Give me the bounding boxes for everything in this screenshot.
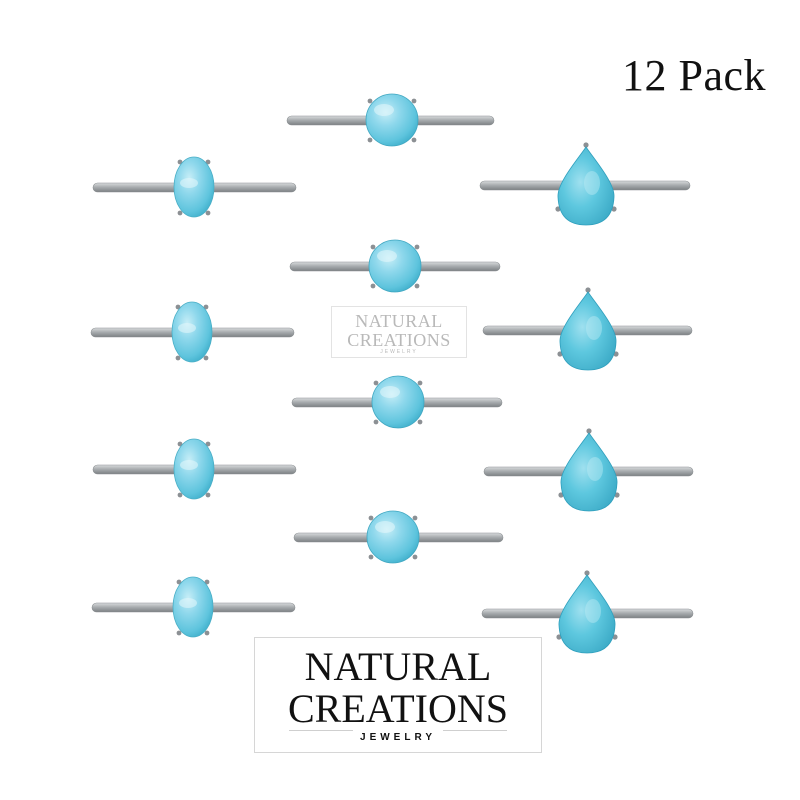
prong (177, 210, 183, 216)
prong (417, 380, 423, 386)
prong (175, 355, 181, 361)
pear-stone (559, 291, 617, 371)
prong (412, 515, 418, 521)
round-stone (366, 510, 420, 564)
prong (585, 287, 591, 293)
prong (367, 98, 373, 104)
prong (204, 579, 210, 585)
prong (368, 515, 374, 521)
round-stone (371, 375, 425, 429)
prong (176, 579, 182, 585)
ring (92, 438, 297, 500)
prong (175, 304, 181, 310)
ring (91, 576, 296, 638)
ring (479, 142, 691, 226)
round-stone (368, 239, 422, 293)
ring (286, 93, 495, 147)
ring (481, 570, 694, 654)
ring (482, 287, 693, 371)
prong (205, 492, 211, 498)
prong (370, 283, 376, 289)
logo-line-3: JEWELRY (360, 732, 436, 743)
pear-stone (560, 432, 618, 512)
prong (411, 137, 417, 143)
ring (90, 301, 295, 363)
ring (293, 510, 504, 564)
pear-stone (558, 574, 616, 654)
watermark-line-2: CREATIONS (347, 330, 451, 350)
prong (414, 244, 420, 250)
prong (368, 554, 374, 560)
prong (583, 142, 589, 148)
prong (370, 244, 376, 250)
prong (177, 492, 183, 498)
logo-line-1: NATURAL (304, 644, 492, 689)
prong (367, 137, 373, 143)
prong (203, 355, 209, 361)
ring (92, 156, 297, 218)
pack-count-label: 12 Pack (621, 51, 766, 100)
brand-logo: NATURAL CREATIONS JEWELRY (254, 637, 542, 753)
prong (176, 630, 182, 636)
prong (373, 380, 379, 386)
watermark-line-3: JEWELRY (380, 349, 418, 355)
prong (417, 419, 423, 425)
prong (586, 428, 592, 434)
watermark-logo: NATURAL CREATIONS JEWELRY (331, 306, 467, 358)
prong (373, 419, 379, 425)
prong (205, 441, 211, 447)
prong (204, 630, 210, 636)
prong (412, 554, 418, 560)
prong (205, 159, 211, 165)
ring (291, 375, 503, 429)
prong (205, 210, 211, 216)
prong (414, 283, 420, 289)
prong (177, 441, 183, 447)
prong (411, 98, 417, 104)
prong (177, 159, 183, 165)
logo-line-2: CREATIONS (287, 686, 509, 731)
round-stone (365, 93, 419, 147)
prong (203, 304, 209, 310)
ring (483, 428, 694, 512)
ring (289, 239, 501, 293)
pear-stone (557, 146, 615, 226)
prong (584, 570, 590, 576)
watermark-line-1: NATURAL (355, 311, 443, 331)
